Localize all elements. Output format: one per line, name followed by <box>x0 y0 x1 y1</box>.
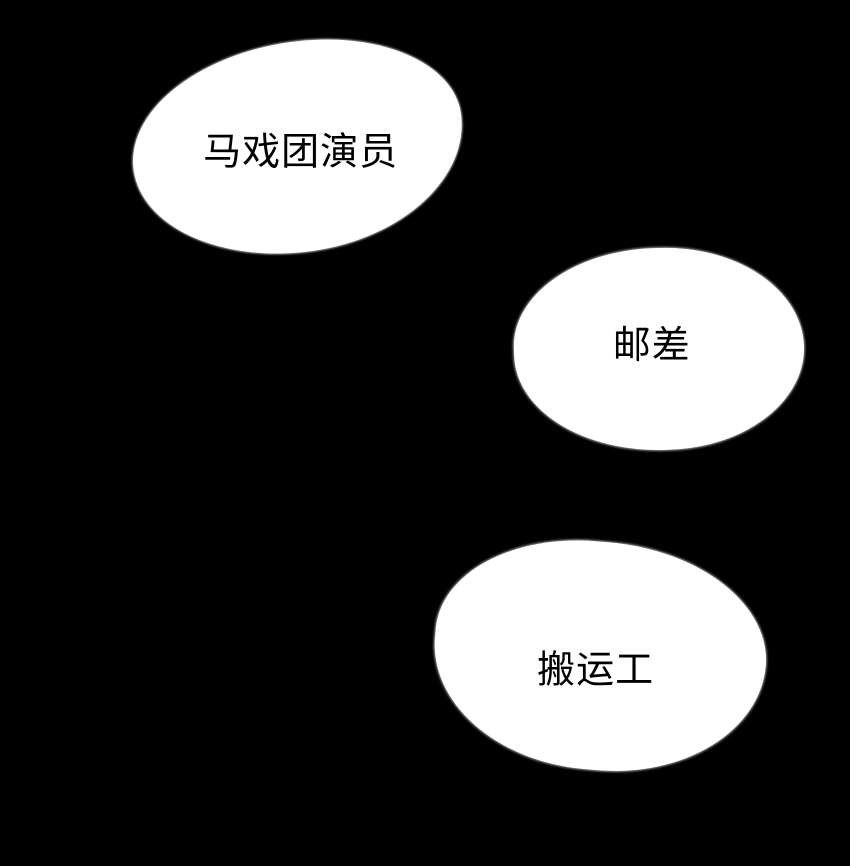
bubble-text: 邮差 <box>612 322 691 367</box>
speech-bubble-circus-performer: 马戏团演员 <box>119 19 477 275</box>
speech-bubble-porter: 搬运工 <box>424 527 776 785</box>
bubble-text: 马戏团演员 <box>203 129 399 174</box>
bubble-text: 搬运工 <box>537 647 655 692</box>
speech-bubble-postman: 邮差 <box>510 243 808 455</box>
